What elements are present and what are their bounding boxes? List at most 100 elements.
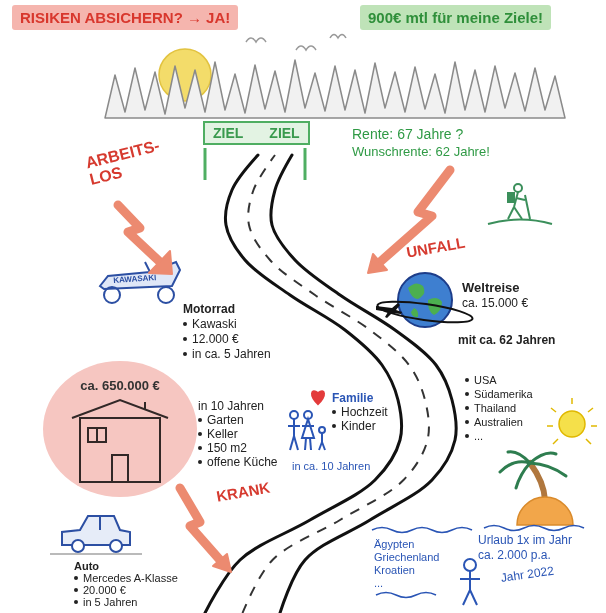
bullet-dot — [465, 406, 469, 410]
label-text: Kroatien — [374, 564, 415, 576]
person — [460, 578, 480, 580]
goal-title: Auto — [74, 560, 99, 573]
label-text: Mercedes A-Klasse — [83, 572, 178, 584]
car — [50, 553, 142, 554]
hiker — [488, 184, 552, 224]
goal-note: in ca. 10 Jahren — [292, 460, 370, 473]
node-text: ca. 650.000 € — [42, 378, 198, 393]
globe — [376, 303, 402, 318]
goal-note: ca. 15.000 € — [462, 297, 528, 311]
globe — [411, 308, 418, 317]
bullet-dot — [198, 460, 202, 464]
family — [319, 427, 325, 433]
list-item: Ägypten — [374, 538, 414, 551]
bullet-dot — [74, 576, 78, 580]
label-text: UNFALL — [405, 234, 466, 261]
node-text: ZIEL — [269, 125, 299, 141]
list-item: 20.000 € — [74, 584, 126, 597]
label-text: 150 m2 — [207, 441, 247, 455]
family — [321, 433, 323, 442]
risk-arrows — [118, 170, 450, 572]
bullet-dot — [183, 322, 187, 326]
list-item: Garten — [198, 414, 244, 428]
motorcycle — [104, 287, 120, 303]
globe — [408, 283, 424, 298]
label-text: Australien — [474, 416, 523, 428]
family — [305, 438, 306, 450]
node-text: 900€ mtl für meine Ziele! — [368, 9, 543, 26]
label-text: Wunschrente: 62 Jahre! — [352, 144, 490, 159]
beach — [508, 452, 530, 463]
road — [205, 155, 456, 613]
label-text: Griechenland — [374, 551, 439, 563]
bullet-dot — [74, 600, 78, 604]
list-item: in 5 Jahren — [74, 596, 137, 609]
person — [463, 590, 470, 605]
globe — [376, 273, 474, 327]
label-text: ... — [374, 577, 383, 589]
house-goal: ca. 650.000 € — [42, 360, 198, 498]
label-text: offene Küche — [207, 455, 278, 469]
beach — [372, 526, 584, 598]
beach — [547, 398, 597, 444]
list-item: USA — [465, 374, 497, 387]
family — [294, 436, 298, 450]
label-text: ca. 15.000 € — [462, 296, 528, 310]
list-item: Australien — [465, 416, 523, 429]
bullet-dot — [465, 420, 469, 424]
hiker — [514, 207, 522, 219]
clouds — [296, 46, 316, 50]
label-text: Weltreise — [462, 280, 520, 295]
beach — [376, 593, 436, 598]
risk-banner: RISIKEN ABSICHERN? → JA! — [12, 5, 238, 30]
family — [290, 411, 298, 419]
beach — [372, 398, 597, 598]
label-text: Rente: 67 Jahre ? — [352, 126, 463, 142]
label-text: Hochzeit — [341, 405, 388, 419]
family — [302, 419, 314, 438]
label-text: Ägypten — [374, 538, 414, 550]
person — [469, 571, 471, 590]
car — [99, 516, 101, 530]
label-text: in ca. 5 Jahren — [192, 347, 271, 361]
family — [288, 391, 325, 450]
clouds — [246, 35, 346, 51]
beach — [591, 425, 597, 427]
bullet-dot — [198, 418, 202, 422]
risk-label: UNFALL — [405, 234, 466, 261]
hiker — [525, 195, 530, 219]
beach — [553, 439, 558, 444]
risk-arrows — [149, 251, 172, 274]
label-text: Garten — [207, 413, 244, 427]
hiker — [514, 184, 522, 192]
goal-title: Urlaub 1x im Jahr — [478, 534, 572, 548]
beach — [559, 411, 585, 437]
hiker — [508, 193, 514, 202]
sun-top — [159, 49, 211, 101]
label-text: in 5 Jahren — [83, 596, 137, 608]
goal-title: Motorrad — [183, 303, 235, 317]
list-item: 12.000 € — [183, 333, 239, 347]
finish-banner: ZIELZIEL — [203, 121, 310, 145]
bullet-dot — [74, 588, 78, 592]
risk-arrows — [118, 205, 160, 262]
bullet-dot — [332, 410, 336, 414]
mountains — [105, 60, 565, 118]
label-text: Urlaub 1x im Jahr — [478, 533, 572, 547]
car — [72, 540, 84, 552]
list-item: offene Küche — [198, 456, 278, 470]
list-item: Mercedes A-Klasse — [74, 572, 178, 585]
label-text: 12.000 € — [192, 332, 239, 346]
list-item: Hochzeit — [332, 406, 388, 420]
family — [290, 436, 294, 450]
label-text: Auto — [74, 560, 99, 572]
list-item: Thailand — [465, 402, 516, 415]
family — [322, 442, 325, 450]
pension-note: Wunschrente: 62 Jahre! — [352, 145, 490, 160]
finish-posts — [204, 148, 207, 180]
house-blob — [43, 361, 197, 497]
risk-label: ARBEITS-LOS — [84, 138, 166, 189]
bullet-dot — [183, 352, 187, 356]
finish-posts — [304, 148, 307, 180]
